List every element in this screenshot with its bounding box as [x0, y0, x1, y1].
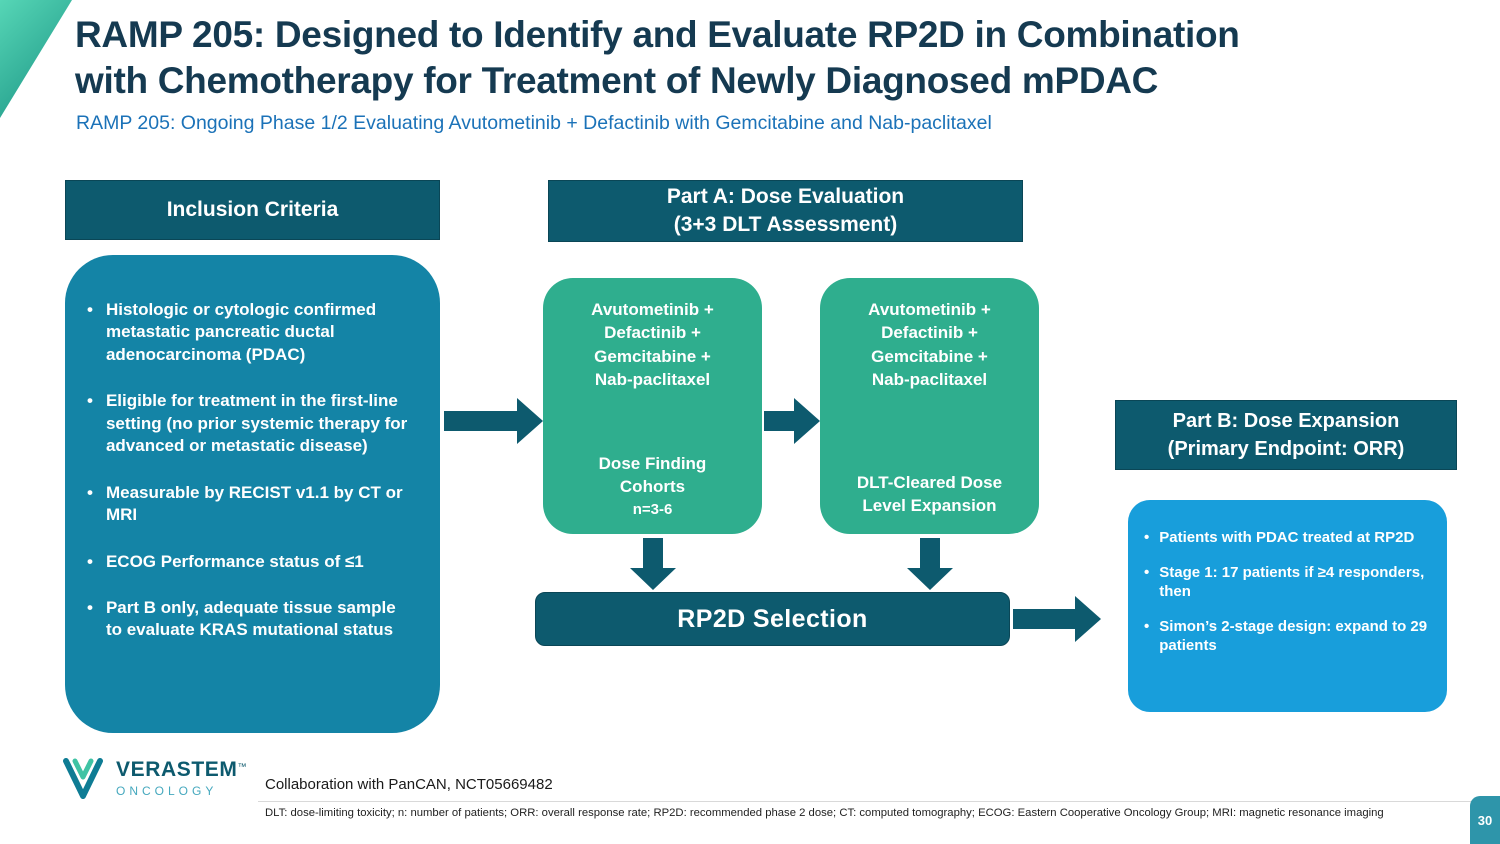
arrow-dose-finding-to-rp2d [630, 538, 676, 590]
inclusion-bullet-text: Eligible for treatment in the first-line… [105, 391, 408, 456]
arrow-head [630, 568, 676, 590]
footer-divider [258, 801, 1472, 802]
inclusion-bullet-text: Histologic or cytologic confirmed metast… [105, 300, 377, 364]
corner-accent-triangle [0, 0, 72, 118]
logo-brand-name: VERASTEM [116, 758, 238, 781]
cohort-size-note: n=3-6 [632, 501, 673, 518]
regimen-text: Avutometinib + Defactinib + Gemcitabine … [591, 300, 714, 390]
arrow-body [920, 538, 940, 568]
arrow-head [794, 398, 820, 444]
arrow-inclusion-to-dose-finding [444, 398, 543, 444]
bullet-dot: • [1144, 563, 1150, 581]
part-b-expansion-box: • Patients with PDAC treated at RP2D • S… [1128, 500, 1447, 712]
inclusion-bullet-text: ECOG Performance status of ≤1 [105, 551, 364, 571]
logo-text: VERASTEM™ ONCOLOGY [116, 758, 246, 798]
page-number: 30 [1470, 796, 1500, 844]
part-b-list: • Patients with PDAC treated at RP2D • S… [1144, 528, 1429, 656]
list-item: • ECOG Performance status of ≤1 [87, 551, 414, 573]
stage-label: Dose Finding Cohorts [598, 454, 707, 497]
dose-finding-cohorts-box: Avutometinib + Defactinib + Gemcitabine … [543, 278, 762, 534]
bullet-dot: • [87, 551, 93, 571]
inclusion-bullet-text: Part B only, adequate tissue sample to e… [105, 597, 396, 640]
slide-title: RAMP 205: Designed to Identify and Evalu… [75, 14, 1240, 101]
inclusion-criteria-list: • Histologic or cytologic confirmed meta… [87, 299, 414, 642]
arrow-head [1075, 596, 1101, 642]
arrow-rp2d-to-part-b [1013, 596, 1101, 642]
abbreviations-footnote: DLT: dose-limiting toxicity; n: number o… [265, 807, 1384, 819]
inclusion-criteria-header: Inclusion Criteria [65, 180, 440, 240]
arrow-body [764, 411, 794, 431]
part-a-header: Part A: Dose Evaluation (3+3 DLT Assessm… [548, 180, 1023, 242]
list-item: • Simon’s 2-stage design: expand to 29 p… [1144, 617, 1429, 656]
part-b-bullet-text: Patients with PDAC treated at RP2D [1159, 529, 1415, 546]
arrow-body [643, 538, 663, 568]
inclusion-criteria-box: • Histologic or cytologic confirmed meta… [65, 255, 440, 733]
arrow-body [444, 411, 517, 431]
list-item: • Eligible for treatment in the first-li… [87, 390, 414, 457]
regimen-text: Avutometinib + Defactinib + Gemcitabine … [868, 300, 991, 390]
dlt-cleared-expansion-box: Avutometinib + Defactinib + Gemcitabine … [820, 278, 1039, 534]
bullet-dot: • [1144, 617, 1150, 635]
logo-division-name: ONCOLOGY [116, 784, 218, 798]
list-item: • Histologic or cytologic confirmed meta… [87, 299, 414, 366]
arrow-head [517, 398, 543, 444]
bullet-dot: • [87, 300, 93, 319]
slide-subtitle: RAMP 205: Ongoing Phase 1/2 Evaluating A… [76, 112, 992, 134]
list-item: • Stage 1: 17 patients if ≥4 responders,… [1144, 563, 1429, 602]
inclusion-bullet-text: Measurable by RECIST v1.1 by CT or MRI [105, 482, 403, 525]
part-b-bullet-text: Simon’s 2-stage design: expand to 29 pat… [1159, 617, 1428, 655]
list-item: • Part B only, adequate tissue sample to… [87, 597, 414, 642]
bullet-dot: • [1144, 529, 1150, 546]
stage-label: DLT-Cleared Dose Level Expansion [856, 473, 1003, 516]
list-item: • Patients with PDAC treated at RP2D [1144, 528, 1429, 548]
part-b-header: Part B: Dose Expansion (Primary Endpoint… [1115, 400, 1457, 470]
list-item: • Measurable by RECIST v1.1 by CT or MRI [87, 482, 414, 527]
bullet-dot: • [87, 597, 93, 617]
arrow-body [1013, 609, 1075, 629]
stage-block: Dose Finding Cohorts n=3-6 [555, 453, 750, 518]
arrow-dlt-expansion-to-rp2d [907, 538, 953, 590]
verastem-logo-icon [63, 758, 103, 799]
collaboration-note: Collaboration with PanCAN, NCT05669482 [265, 776, 553, 793]
bullet-dot: • [87, 391, 93, 411]
arrow-dose-finding-to-dlt-expansion [764, 398, 820, 444]
bullet-dot: • [87, 482, 93, 502]
arrow-head [907, 568, 953, 590]
rp2d-selection-bar: RP2D Selection [535, 592, 1010, 646]
verastem-logo: VERASTEM™ ONCOLOGY [62, 758, 246, 800]
stage-block: DLT-Cleared Dose Level Expansion [832, 472, 1027, 518]
trademark-symbol: ™ [237, 761, 247, 772]
part-b-bullet-text: Stage 1: 17 patients if ≥4 responders, t… [1159, 563, 1425, 601]
